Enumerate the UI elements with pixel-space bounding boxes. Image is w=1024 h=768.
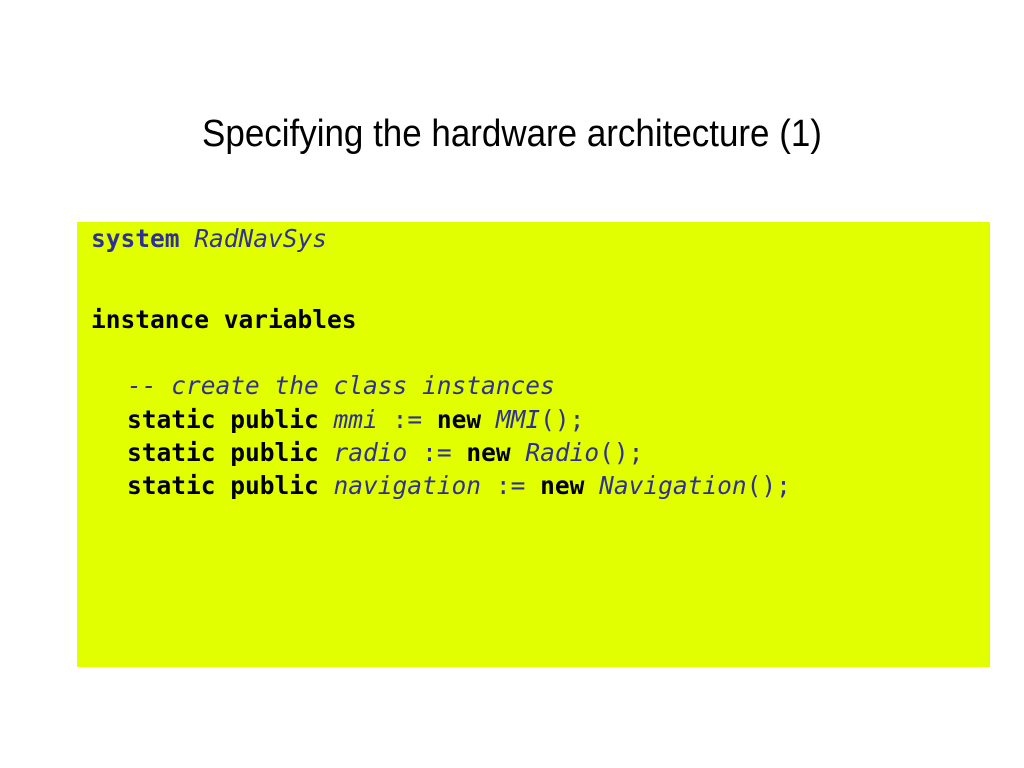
code-box: system RadNavSys instance variables -- c…	[77, 222, 990, 667]
assign-operator: :=	[422, 438, 452, 467]
declaration-variable: mmi	[333, 405, 378, 434]
code-line-comment: -- create the class instances	[127, 371, 555, 400]
code-line-declaration-navigation: static public navigation := new Navigati…	[127, 469, 791, 502]
code-line-system: system RadNavSys	[91, 222, 327, 255]
declaration-variable: navigation	[333, 471, 482, 500]
declaration-type: MMI	[495, 405, 541, 434]
code-line-declaration-radio: static public radio := new Radio();	[127, 436, 643, 469]
declaration-end: ();	[540, 405, 585, 434]
declaration-end: ();	[599, 438, 644, 467]
assign-operator: :=	[392, 405, 423, 434]
declaration-modifiers: static public	[127, 438, 319, 467]
assign-operator: :=	[495, 471, 526, 500]
system-name: RadNavSys	[194, 224, 328, 253]
new-keyword: new	[466, 438, 511, 467]
code-line-declaration-mmi: static public mmi := new MMI();	[127, 403, 584, 436]
declaration-modifiers: static public	[127, 405, 319, 434]
declaration-end: ();	[746, 471, 791, 500]
declaration-variable: radio	[333, 438, 408, 467]
system-keyword: system	[91, 224, 180, 253]
declaration-type: Navigation	[599, 471, 747, 500]
new-keyword: new	[540, 471, 585, 500]
slide-title: Specifying the hardware architecture (1)	[202, 113, 822, 155]
code-line-instance-variables: instance variables	[91, 305, 357, 334]
declaration-type: Radio	[525, 438, 600, 467]
declaration-modifiers: static public	[127, 471, 319, 500]
new-keyword: new	[436, 405, 482, 434]
